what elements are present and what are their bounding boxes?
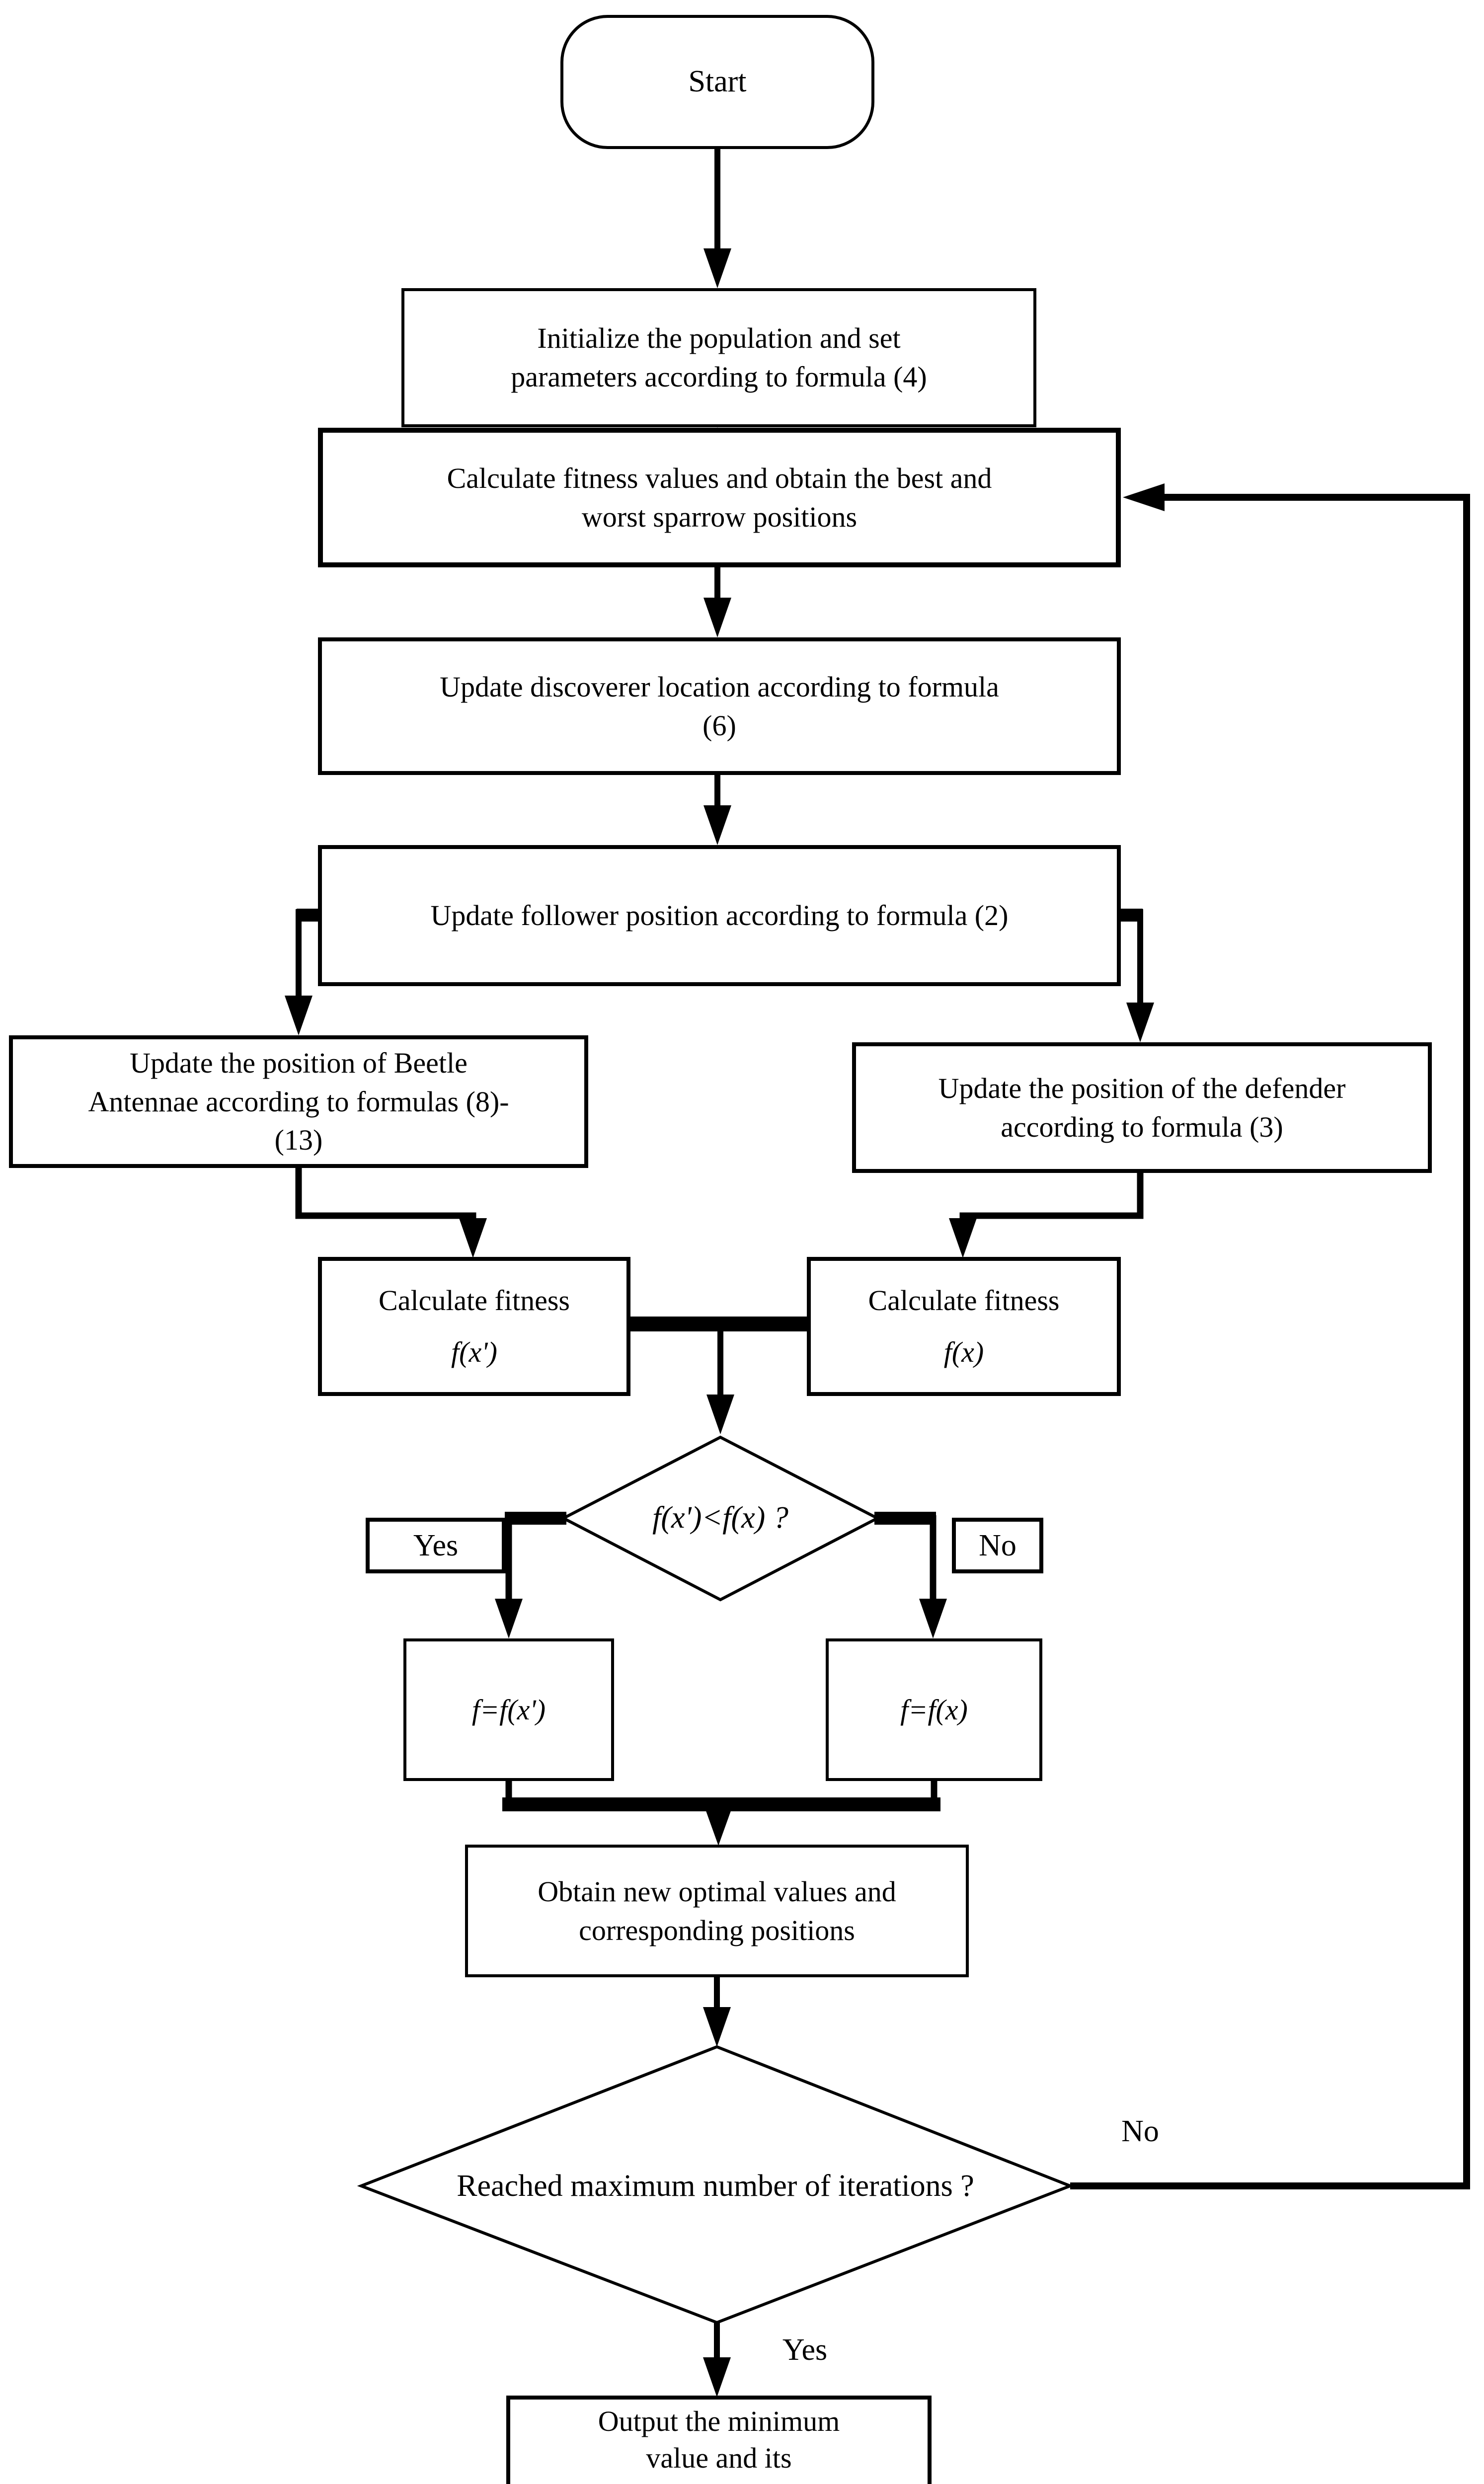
node-update-defender-label: Update the position of the defender acco… <box>938 1072 1346 1143</box>
label-no-fitness: No <box>952 1518 1043 1573</box>
node-update-discoverer-label: Update discoverer location according to … <box>440 670 999 742</box>
node-start: Start <box>560 15 874 149</box>
arrow-discoverer-to-follower <box>703 775 731 845</box>
node-initialize: Initialize the population and set parame… <box>401 288 1036 427</box>
arrow-obtain-to-decision2 <box>703 1977 731 2047</box>
arrow-defender-to-fitness-old <box>949 1173 1144 1258</box>
decision-max-iterations-label: Reached maximum number of iterations ? <box>457 2169 974 2203</box>
node-start-label: Start <box>688 65 747 99</box>
node-update-follower-label: Update follower position according to fo… <box>430 899 1009 932</box>
arrow-start-to-initialize <box>703 149 731 288</box>
label-yes-fitness: Yes <box>366 1518 506 1573</box>
node-calc-fitness-values-label: Calculate fitness values and obtain the … <box>447 462 992 533</box>
label-no-iterations: No <box>1121 2114 1159 2148</box>
node-assign-new-label: f=f(x') <box>471 1693 546 1726</box>
arrow-decision-yes-branch <box>495 1512 566 1638</box>
node-calc-fitness-values: Calculate fitness values and obtain the … <box>318 428 1121 567</box>
arrow-beetle-to-fitness-new <box>295 1168 487 1258</box>
node-initialize-label: Initialize the population and set parame… <box>511 322 927 393</box>
label-yes-iterations: Yes <box>782 2332 828 2367</box>
label-yes-fitness-text: Yes <box>413 1528 459 1562</box>
arrow-merge-to-obtain <box>502 1780 940 1846</box>
node-assign-old: f=f(x) <box>826 1638 1042 1781</box>
node-update-beetle-antennae: Update the position of Beetle Antennae a… <box>9 1035 588 1168</box>
node-calc-fitness-new-label: Calculate fitness <box>379 1284 570 1317</box>
node-update-beetle-antennae-label: Update the position of Beetle Antennae a… <box>88 1046 509 1157</box>
decision-fitness-compare-shape <box>560 1435 881 1602</box>
node-calc-fitness-old-label: Calculate fitness <box>868 1284 1060 1317</box>
node-update-defender: Update the position of the defender acco… <box>852 1042 1432 1173</box>
arrow-decision2-no-feedback <box>1070 483 1470 2189</box>
node-calc-fitness-new-formula: f(x') <box>451 1336 497 1368</box>
arrow-fitness-to-decision <box>627 1317 810 1434</box>
label-no-fitness-text: No <box>979 1528 1016 1562</box>
node-assign-new: f=f(x') <box>403 1638 614 1781</box>
arrow-calc-to-discoverer <box>703 567 731 637</box>
node-update-discoverer: Update discoverer location according to … <box>318 637 1121 775</box>
node-output-result-label: Output the minimum value and its corresp… <box>586 2405 851 2484</box>
node-output-result: Output the minimum value and its corresp… <box>506 2396 932 2484</box>
node-calc-fitness-old-formula: f(x) <box>943 1336 984 1368</box>
node-calc-fitness-new: Calculate fitness f(x') <box>318 1257 630 1396</box>
node-calc-fitness-old: Calculate fitness f(x) <box>807 1257 1121 1396</box>
arrow-decision2-yes-to-output <box>703 2323 731 2397</box>
arrow-decision-no-branch <box>874 1512 947 1638</box>
decision-fitness-compare-label: f(x')<f(x) ? <box>652 1500 788 1535</box>
node-obtain-optimal: Obtain new optimal values and correspond… <box>465 1845 969 1977</box>
node-update-follower: Update follower position according to fo… <box>318 845 1121 986</box>
decision-max-iterations-shape <box>357 2045 1075 2325</box>
node-obtain-optimal-label: Obtain new optimal values and correspond… <box>538 1875 896 1946</box>
node-assign-old-label: f=f(x) <box>900 1693 968 1726</box>
